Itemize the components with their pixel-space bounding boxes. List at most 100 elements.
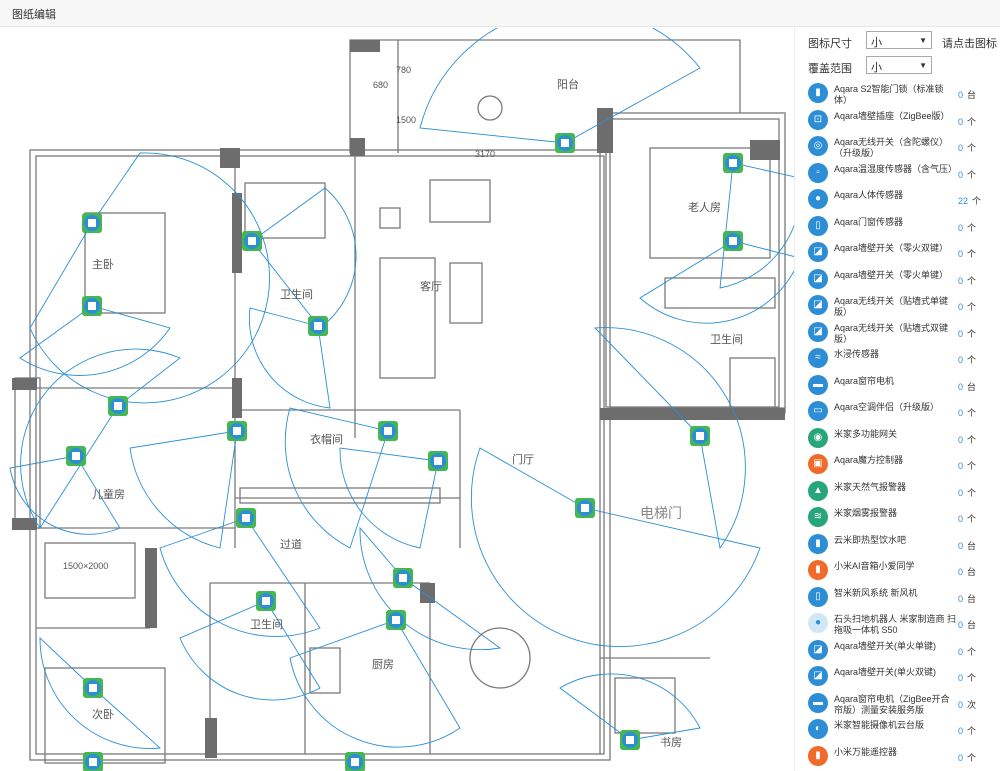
top-bar: 图纸编辑 — [0, 0, 1000, 27]
device-name: 云米即热型饮水吧 — [834, 534, 907, 545]
device-name: Aqara温湿度传感器（含气压） — [834, 163, 958, 174]
ac-companion-icon: ▭ — [808, 401, 828, 421]
wireless-switch-icon: ◎ — [808, 136, 828, 156]
device-name: Aqara窗帘电机（ZigBee开合帘版）测量安装服务版 — [834, 693, 950, 715]
device-name: Aqara门窗传感器 — [834, 216, 904, 227]
device-name: Aqara无线开关（含陀螺仪）（升级版） — [834, 137, 949, 158]
sensor-marker[interactable] — [723, 231, 743, 251]
sensor-marker[interactable] — [82, 296, 102, 316]
room-label: 过道 — [280, 537, 302, 551]
chevron-down-icon: ▼ — [919, 36, 927, 45]
device-name: Aqara S2智能门锁（标准锁体） — [834, 84, 944, 105]
device-name: 米家多功能网关 — [834, 428, 898, 439]
device-name: Aqara窗帘电机 — [834, 375, 895, 386]
sensor-marker[interactable] — [386, 610, 406, 630]
floorplan-drawing[interactable]: 阳台 主卧 卫生间 客厅 老人房 卫生间 儿童房 衣帽间 门厅 电梯门 过道 卫… — [0, 28, 795, 771]
device-name: 小米万能遥控器 — [834, 746, 898, 757]
device-name: Aqara无线开关（贴墙式单键版） — [834, 296, 949, 317]
sensor-marker[interactable] — [428, 451, 448, 471]
sensor-marker[interactable] — [82, 213, 102, 233]
wall-switch-icon: ◪ — [808, 242, 828, 262]
room-label: 卫生间 — [280, 287, 313, 301]
sensor-marker[interactable] — [242, 231, 262, 251]
device-name: 石头扫地机器人 米家制造商 扫拖吸一体机 S50 — [834, 614, 957, 635]
sensor-marker[interactable] — [378, 421, 398, 441]
sensor-marker[interactable] — [345, 752, 365, 771]
motion-sensor-icon: ● — [808, 189, 828, 209]
curtain-motor-icon: ▬ — [808, 692, 828, 713]
sensor-marker[interactable] — [308, 316, 328, 336]
room-label: 主卧 — [92, 258, 114, 271]
sensor-marker[interactable] — [108, 396, 128, 416]
sensor-marker[interactable] — [723, 153, 743, 173]
water-dispenser-icon: ▮ — [808, 533, 828, 554]
sensor-marker[interactable] — [620, 730, 640, 750]
ai-speaker-icon: ▮ — [808, 560, 828, 580]
sensor-marker[interactable] — [227, 421, 247, 441]
sensor-markers[interactable] — [66, 133, 743, 771]
icon-hint: 请点击图标 — [942, 38, 997, 50]
sensor-marker[interactable] — [66, 446, 86, 466]
room-label: 门厅 — [512, 452, 534, 466]
thermometer-icon: ▫ — [808, 162, 828, 183]
room-label: 卫生间 — [710, 332, 743, 346]
room-label: 书房 — [660, 736, 682, 749]
sensor-marker[interactable] — [83, 678, 103, 698]
sensor-marker[interactable] — [83, 752, 103, 771]
coverage-label: 覆盖范围 — [808, 63, 852, 75]
icon-size-select[interactable]: 小 ▼ — [866, 31, 932, 49]
floorplan-canvas[interactable]: 阳台 主卧 卫生间 客厅 老人房 卫生间 儿童房 衣帽间 门厅 电梯门 过道 卫… — [0, 28, 795, 771]
room-label: 次卧 — [92, 707, 114, 721]
coverage-select[interactable]: 小 ▼ — [866, 56, 932, 74]
sensor-marker[interactable] — [575, 498, 595, 518]
room-label: 衣帽间 — [310, 432, 343, 446]
device-name: 米家智能摄像机云台版 — [834, 720, 925, 730]
cube-controller-icon: ▣ — [808, 454, 828, 474]
sensor-marker[interactable] — [393, 568, 413, 588]
sensor-marker[interactable] — [236, 508, 256, 528]
sensor-marker[interactable] — [690, 426, 710, 446]
device-name: Aqara墙壁插座（ZigBee版） — [834, 110, 950, 121]
device-name: Aqara墙壁开关(单火双键) — [834, 667, 937, 677]
sensor-marker[interactable] — [555, 133, 575, 153]
sensor-marker[interactable] — [256, 591, 276, 611]
